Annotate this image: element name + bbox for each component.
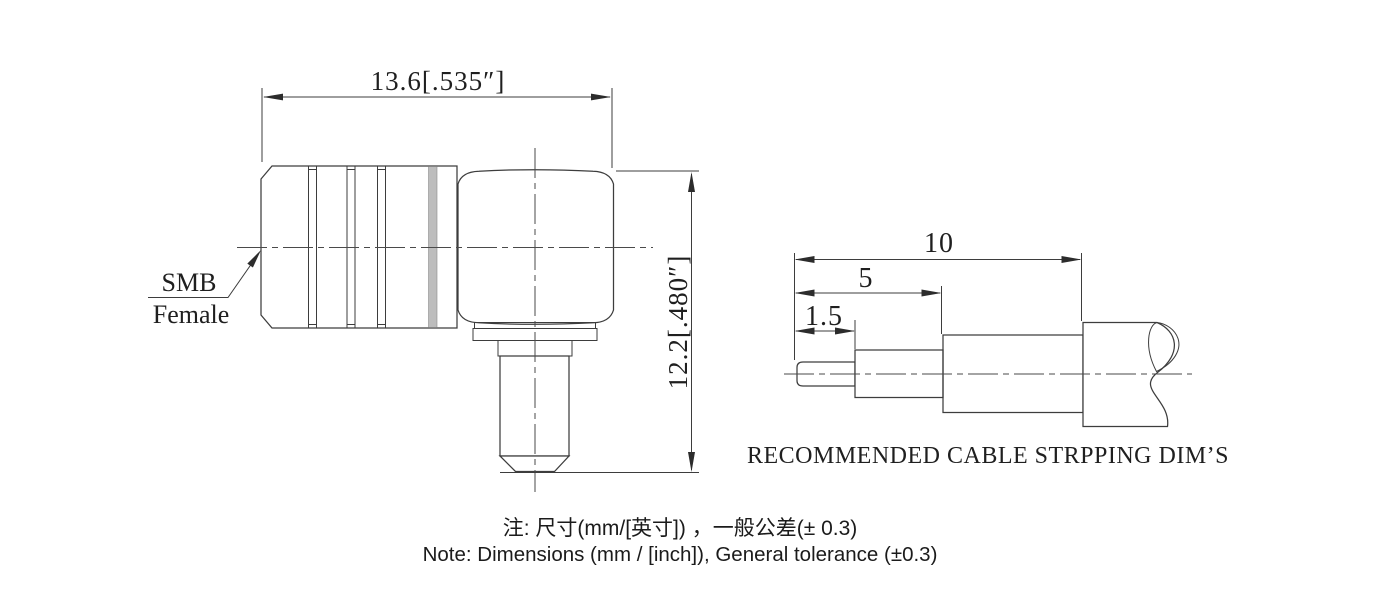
cable-stripping-view: 10 5 1.5 RECOMMENDED CABLE STRPPING DIM’… <box>747 228 1229 469</box>
arrow-up-icon <box>688 172 695 192</box>
dim-tip-text: 1.5 <box>805 301 843 332</box>
part-label-line2: Female <box>153 300 230 329</box>
width-dimension: 13.6[.535″] <box>261 66 613 168</box>
arrow-left-icon <box>263 93 283 101</box>
dim-mid: 5 <box>794 263 942 334</box>
connector-side-view: 13.6[.535″] 12.2[.480″] SMB Female <box>148 66 699 492</box>
part-label-line1: SMB <box>162 268 217 297</box>
width-dim-text: 13.6[.535″] <box>371 66 506 96</box>
height-dimension: 12.2[.480″] <box>500 170 699 473</box>
jacket-break-hatch <box>1148 321 1180 373</box>
dim-overall: 10 <box>794 228 1082 360</box>
height-dim-text: 12.2[.480″] <box>663 255 693 390</box>
dim-overall-text: 10 <box>924 228 954 259</box>
arrow-right-icon <box>591 93 611 101</box>
dim-tip: 1.5 <box>794 301 856 349</box>
part-label-leader: SMB Female <box>148 250 261 329</box>
stripping-caption: RECOMMENDED CABLE STRPPING DIM’S <box>747 443 1229 469</box>
note-zh: 注: 尺寸(mm/[英寸]) ，一般公差(± 0.3) <box>502 517 858 540</box>
notes-block: 注: 尺寸(mm/[英寸]) ，一般公差(± 0.3) Note: Dimens… <box>0 515 1360 568</box>
leader-arrow-icon <box>247 250 261 268</box>
center-conductor <box>796 361 856 387</box>
dim-mid-text: 5 <box>859 263 874 294</box>
arrow-down-icon <box>688 452 695 472</box>
note-en: Note: Dimensions (mm / [inch]), General … <box>422 543 938 566</box>
